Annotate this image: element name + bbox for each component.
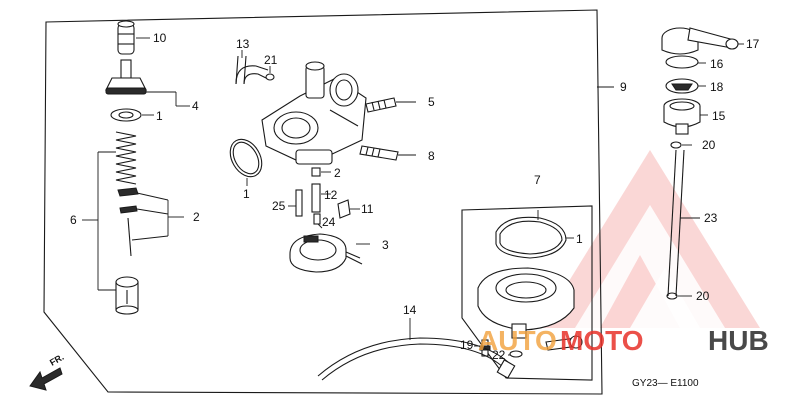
callout-21: 21 xyxy=(264,53,278,67)
callout-12: 12 xyxy=(324,188,338,202)
part-17-choke-lever xyxy=(661,27,744,55)
watermark-text: AUTO MOTO HUB xyxy=(478,325,769,356)
callout-14: 14 xyxy=(403,303,417,317)
diagram-code: GY23— E1100 xyxy=(632,378,699,389)
watermark-auto: AUTO xyxy=(478,325,557,356)
part-25-main-jet-holder xyxy=(288,189,303,217)
callout-6: 6 xyxy=(70,213,77,227)
part-bowl-screw xyxy=(545,335,583,351)
part-20-clip-top xyxy=(670,141,692,149)
part-14-drain-tube xyxy=(317,318,516,381)
part-16-washer xyxy=(665,55,706,69)
callout-1-top: 1 xyxy=(156,109,163,123)
callout-10: 10 xyxy=(153,31,167,45)
callout-15: 15 xyxy=(712,109,726,123)
watermark-moto: MOTO xyxy=(560,325,643,356)
part-5-air-screw xyxy=(365,97,416,113)
watermark-logo xyxy=(540,150,760,328)
callout-labels: 10 4 1 6 2 13 21 5 8 1 2 12 25 11 24 3 9… xyxy=(70,31,760,362)
callout-25: 25 xyxy=(272,199,286,213)
part-jet-needle xyxy=(127,200,184,257)
part-1-o-ring-top xyxy=(110,108,154,122)
callout-4: 4 xyxy=(192,99,199,113)
part-12-needle-jet xyxy=(311,183,331,213)
callout-16: 16 xyxy=(710,57,724,71)
callout-20-bottom: 20 xyxy=(696,289,710,303)
part-1-o-ring-body xyxy=(229,138,263,186)
part-8-idle-screw xyxy=(359,145,416,161)
part-2-needle-clip xyxy=(117,187,169,215)
part-1-float-gasket xyxy=(495,216,574,259)
callout-24: 24 xyxy=(322,215,336,229)
callout-8: 8 xyxy=(428,149,435,163)
callout-2-left: 2 xyxy=(193,210,200,224)
callout-3: 3 xyxy=(382,238,389,252)
part-4-mixing-chamber-top xyxy=(105,59,190,107)
callout-13: 13 xyxy=(236,37,250,51)
float-chamber-subframe xyxy=(461,205,593,381)
callout-9: 9 xyxy=(620,80,627,94)
callout-1-gasket: 1 xyxy=(576,232,583,246)
callout-23: 23 xyxy=(704,211,718,225)
callout-11: 11 xyxy=(361,202,374,216)
float-chamber-bowl xyxy=(477,210,575,339)
watermark-hub: HUB xyxy=(708,325,769,356)
part-6-throttle-spring xyxy=(115,131,137,185)
callout-2-body: 2 xyxy=(334,166,341,180)
part-22-washer xyxy=(508,350,523,358)
callout-22: 22 xyxy=(492,348,506,362)
part-15-choke-body xyxy=(663,98,708,135)
part-18-cover xyxy=(665,78,706,94)
part-11-float-valve xyxy=(337,199,360,219)
callout-5: 5 xyxy=(428,95,435,109)
bracket-6 xyxy=(82,151,116,291)
callout-17: 17 xyxy=(746,37,760,51)
part-3-float xyxy=(289,233,370,273)
part-24-jet xyxy=(313,213,323,229)
part-13-vent-tube xyxy=(235,50,269,85)
assembly-frame xyxy=(43,9,603,395)
part-throttle-valve xyxy=(115,276,139,315)
callout-20-top: 20 xyxy=(702,138,716,152)
callout-18: 18 xyxy=(710,80,724,94)
part-2-small-jet xyxy=(311,167,331,177)
callout-7: 7 xyxy=(534,173,541,187)
part-21-tube-clip xyxy=(265,66,275,81)
front-direction-arrow: FR. xyxy=(29,352,66,391)
callout-1-body: 1 xyxy=(243,187,250,201)
callout-19: 19 xyxy=(460,338,474,352)
part-23-fuel-tube xyxy=(667,149,700,297)
front-marker-label: FR. xyxy=(48,352,66,368)
carburetor-body xyxy=(261,61,367,165)
part-10-cable-boot xyxy=(117,20,150,55)
part-20-clip-bottom xyxy=(666,292,692,300)
